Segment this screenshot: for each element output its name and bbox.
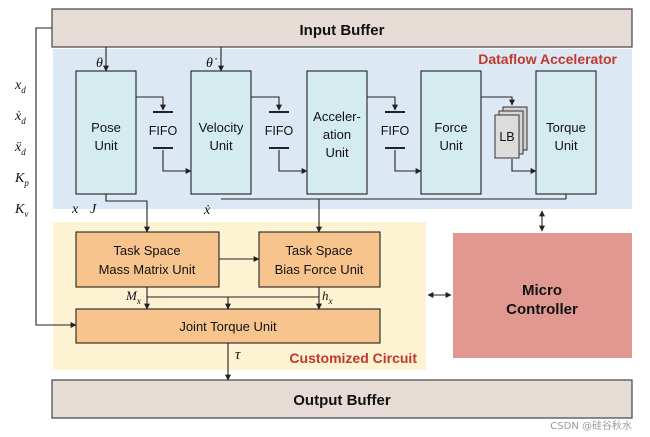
input-buffer	[51, 8, 633, 48]
customized-circuit-title: Customized Circuit	[289, 350, 417, 366]
fifo-3	[385, 111, 405, 149]
force-unit: Force Unit	[420, 70, 482, 195]
acceleration-unit-label-3: Unit	[325, 145, 349, 160]
force-unit-label-1: Force	[434, 120, 467, 135]
micro-controller: Micro Controller	[453, 233, 632, 358]
input-var-3: Kp	[14, 171, 29, 188]
torque-unit: Torque Unit	[535, 70, 597, 195]
theta-dot-label: θ̇	[206, 56, 217, 71]
velocity-unit-label-2: Unit	[209, 138, 233, 153]
joint-torque-unit: Joint Torque Unit	[75, 308, 381, 344]
micro-controller-label-1: Micro	[522, 282, 562, 299]
fifo-2	[269, 111, 289, 149]
task-bias-label-2: Bias Force Unit	[275, 262, 364, 277]
task-mass-label-2: Mass Matrix Unit	[99, 262, 196, 277]
x-label: x	[71, 202, 79, 217]
joint-torque-label: Joint Torque Unit	[179, 319, 277, 334]
input-var-0: xd	[14, 78, 26, 95]
dataflow-accelerator-title: Dataflow Accelerator	[478, 51, 617, 67]
pose-unit: Pose Unit	[75, 70, 137, 195]
task-space-mass-matrix-unit: Task Space Mass Matrix Unit	[75, 231, 220, 288]
lb-label: LB	[499, 130, 514, 144]
fifo-3-label: FIFO	[381, 124, 410, 138]
x-dot-label: ẋ	[203, 203, 211, 218]
input-buffer-label: Input Buffer	[300, 22, 385, 39]
watermark: CSDN @硅谷秋水	[550, 419, 632, 432]
fifo-1	[153, 111, 173, 149]
input-var-1: ẋd	[14, 109, 26, 126]
acceleration-unit: Acceler- ation Unit	[306, 70, 368, 195]
task-space-bias-force-unit: Task Space Bias Force Unit	[258, 231, 381, 288]
pose-unit-label-1: Pose	[91, 120, 121, 135]
velocity-unit-label-1: Velocity	[199, 120, 244, 135]
torque-unit-label-2: Unit	[554, 138, 578, 153]
output-buffer	[51, 379, 633, 419]
theta-label: θ	[96, 56, 103, 71]
velocity-unit: Velocity Unit	[190, 70, 252, 195]
force-unit-label-2: Unit	[439, 138, 463, 153]
tau-label: τ	[235, 347, 241, 363]
output-buffer-label: Output Buffer	[293, 392, 391, 409]
input-var-4: Kv	[14, 202, 28, 219]
task-bias-label-1: Task Space	[285, 243, 352, 258]
mx-label: Mx	[125, 288, 141, 306]
acceleration-unit-label-2: ation	[323, 127, 351, 142]
hx-label: hx	[322, 288, 333, 306]
torque-unit-label-1: Torque	[546, 120, 586, 135]
acceleration-unit-label-1: Acceler-	[313, 109, 361, 124]
task-mass-label-1: Task Space	[113, 243, 180, 258]
j-label: J	[90, 202, 97, 217]
lb-buffer: LB	[494, 106, 528, 159]
pose-unit-label-2: Unit	[94, 138, 118, 153]
micro-controller-label-2: Controller	[506, 301, 578, 318]
fifo-1-label: FIFO	[149, 124, 178, 138]
connections	[35, 27, 567, 381]
input-var-2: ẍd	[14, 140, 26, 157]
fifo-2-label: FIFO	[265, 124, 294, 138]
